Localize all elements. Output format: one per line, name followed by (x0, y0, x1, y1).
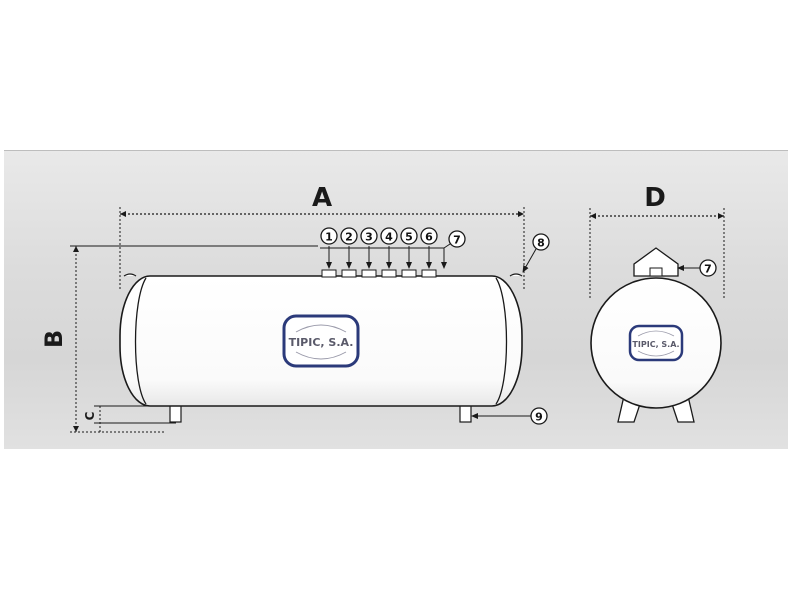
callout-7-label: 7 (453, 234, 461, 247)
callout-5: 5 (400, 227, 418, 245)
callout-2-label: 2 (345, 231, 353, 244)
dimension-a: A (119, 183, 525, 290)
logo-text-side: TIPIC, S.A. (289, 336, 354, 349)
tipic-logo-end: TIPIC, S.A. (628, 324, 684, 362)
callout-7: 7 (448, 230, 466, 248)
callout-1: 1 (320, 227, 338, 245)
callout-7-end-label: 7 (704, 263, 712, 276)
callout-8-label: 8 (537, 237, 545, 250)
dimension-b: B (40, 245, 318, 433)
dimension-a-label: A (312, 183, 332, 213)
callout-3-label: 3 (365, 231, 373, 244)
callout-4-label: 4 (385, 231, 393, 244)
dimension-c-label: C (83, 411, 97, 420)
callout-9: 9 (471, 407, 548, 425)
callout-9-label: 9 (535, 411, 543, 424)
dimension-c: C (83, 405, 176, 434)
callout-4: 4 (380, 227, 398, 245)
logo-text-end: TIPIC, S.A. (632, 340, 679, 349)
callout-6-label: 6 (425, 231, 433, 244)
callout-8: 8 (522, 233, 550, 273)
dimension-b-label: B (40, 330, 68, 348)
fitting-callouts: 1 2 3 4 5 6 7 (320, 227, 466, 269)
callout-7-end: 7 (677, 259, 717, 277)
callout-3: 3 (360, 227, 378, 245)
callout-5-label: 5 (405, 231, 413, 244)
tipic-logo-side: TIPIC, S.A. (282, 314, 360, 368)
dimension-d: D (589, 183, 725, 300)
callout-1-label: 1 (325, 231, 333, 244)
callout-6: 6 (420, 227, 438, 245)
callout-2: 2 (340, 227, 358, 245)
dimension-d-label: D (644, 183, 666, 213)
